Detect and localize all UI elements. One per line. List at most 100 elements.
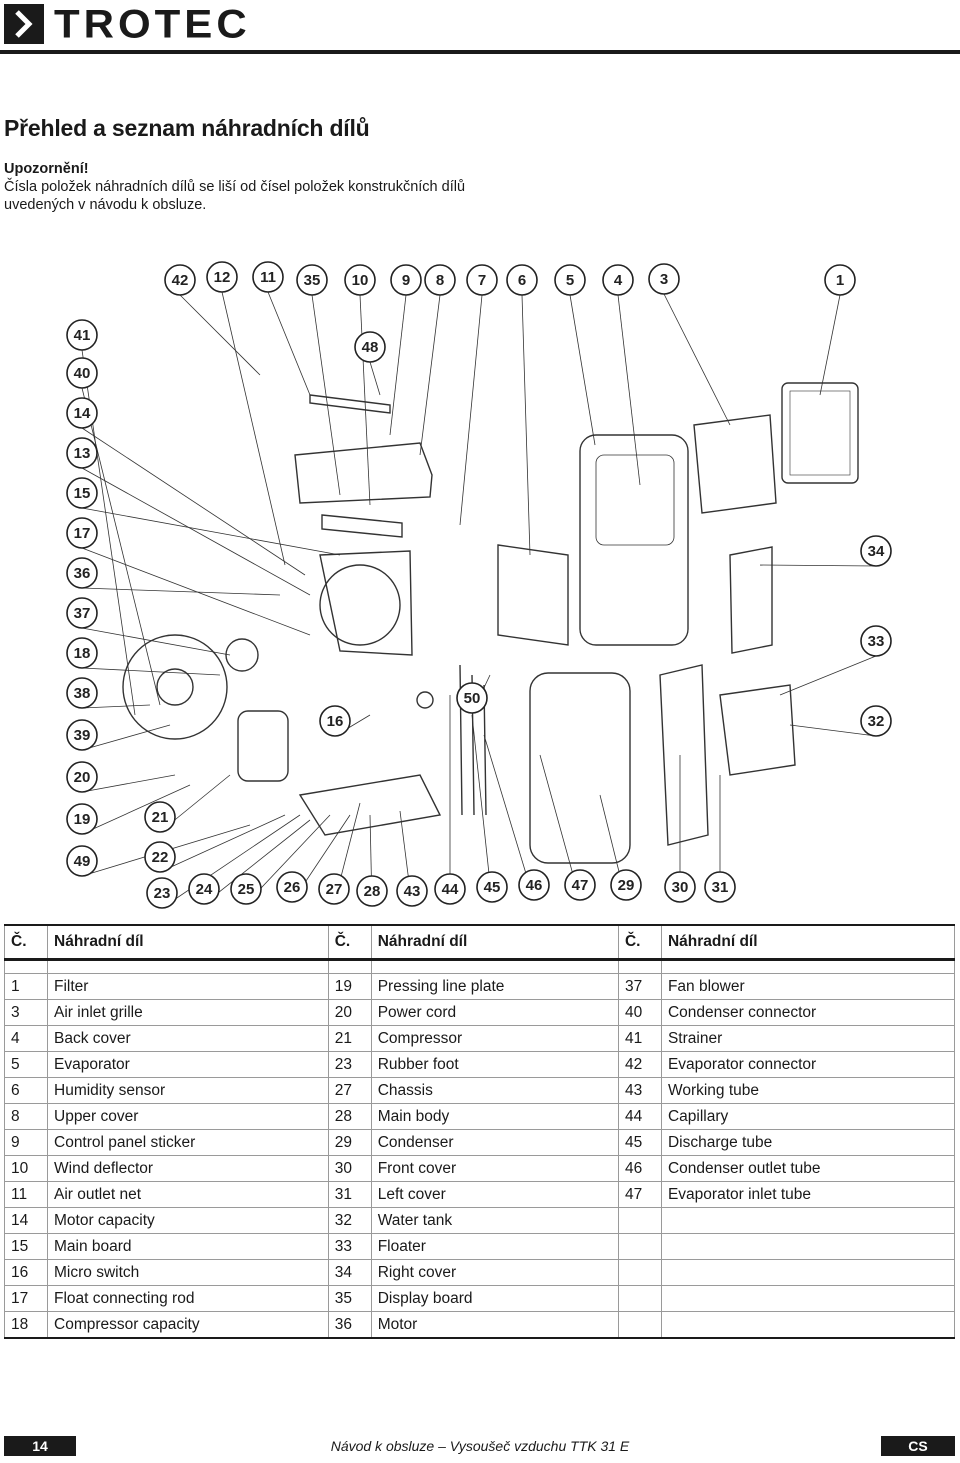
callout-18: 18 (66, 637, 98, 669)
callout-23: 23 (146, 877, 178, 909)
part-name: Capillary (660, 1103, 956, 1130)
leader-line (81, 387, 161, 706)
chevron-right-icon (4, 4, 44, 44)
callout-44: 44 (434, 873, 466, 905)
brand-name: TROTEC (54, 1, 251, 46)
part-number: 43 (617, 1077, 662, 1104)
leader-line (369, 361, 381, 396)
leader-line (779, 655, 877, 696)
part-number: 3 (4, 999, 48, 1026)
part-number: 23 (327, 1051, 372, 1078)
leader-line (389, 294, 407, 436)
svg-text:7: 7 (478, 272, 486, 289)
callout-31: 31 (704, 871, 736, 903)
part-name: Condenser (370, 1129, 619, 1156)
svg-text:6: 6 (518, 272, 526, 289)
leader-line (81, 627, 231, 656)
callout-19: 19 (66, 803, 98, 835)
part-name: Chassis (370, 1077, 619, 1104)
part-name: Condenser connector (660, 999, 956, 1026)
callout-46: 46 (518, 869, 550, 901)
leader-line (471, 714, 493, 903)
part-name: Humidity sensor (47, 1077, 329, 1104)
svg-text:30: 30 (672, 879, 689, 896)
part-number: 41 (617, 1025, 662, 1052)
part-number: 10 (4, 1155, 48, 1182)
callout-14: 14 (66, 397, 98, 429)
part-number: 11 (4, 1181, 48, 1208)
svg-text:26: 26 (284, 879, 301, 896)
language-code: CS (881, 1436, 955, 1456)
part-name: Back cover (47, 1025, 329, 1052)
part-number: 34 (327, 1259, 372, 1286)
part-number: 33 (327, 1233, 372, 1260)
callout-15: 15 (66, 477, 98, 509)
svg-text:33: 33 (868, 633, 885, 650)
part-number: 1 (4, 973, 48, 1000)
svg-text:49: 49 (74, 853, 91, 870)
part-name: Evaporator inlet tube (660, 1181, 956, 1208)
part-number (617, 1285, 662, 1312)
callout-4: 4 (602, 264, 634, 296)
part-name: Air inlet grille (47, 999, 329, 1026)
svg-text:35: 35 (304, 272, 321, 289)
part-number (617, 1311, 662, 1339)
callout-10: 10 (344, 264, 376, 296)
part-number: 28 (327, 1103, 372, 1130)
part-number: 6 (4, 1077, 48, 1104)
callout-26: 26 (276, 871, 308, 903)
svg-text:42: 42 (172, 272, 189, 289)
part-name: Working tube (660, 1077, 956, 1104)
part-name: Power cord (370, 999, 619, 1026)
callout-24: 24 (188, 873, 220, 905)
part-name: Discharge tube (660, 1129, 956, 1156)
part-name: Micro switch (47, 1259, 329, 1286)
part-name: Motor (370, 1311, 619, 1339)
part-number (617, 1259, 662, 1286)
part-name: Compressor (370, 1025, 619, 1052)
part-number: 37 (617, 973, 662, 1000)
svg-text:45: 45 (484, 879, 501, 896)
svg-text:36: 36 (74, 565, 91, 582)
part-number: 19 (327, 973, 372, 1000)
part-name: Upper cover (47, 1103, 329, 1130)
leader-line (789, 724, 877, 737)
callout-37: 37 (66, 597, 98, 629)
svg-text:47: 47 (572, 877, 589, 894)
table-header-row: Č. Náhradní díl Č. Náhradní díl Č. Náhra… (4, 924, 956, 961)
part-number: 44 (617, 1103, 662, 1130)
svg-text:10: 10 (352, 272, 369, 289)
part-number: 8 (4, 1103, 48, 1130)
leader-line (221, 291, 286, 566)
svg-text:29: 29 (618, 877, 635, 894)
part-number: 30 (327, 1155, 372, 1182)
callout-20: 20 (66, 761, 98, 793)
part-number: 15 (4, 1233, 48, 1260)
leader-line (311, 294, 341, 496)
svg-text:20: 20 (74, 769, 91, 786)
callout-32: 32 (860, 705, 892, 737)
callout-48: 48 (354, 331, 386, 363)
svg-text:28: 28 (364, 883, 381, 900)
svg-text:44: 44 (442, 881, 459, 898)
table-spacer (4, 959, 956, 974)
part-name: Compressor capacity (47, 1311, 329, 1339)
svg-text:27: 27 (326, 881, 343, 898)
part-number: 5 (4, 1051, 48, 1078)
callout-7: 7 (466, 264, 498, 296)
callout-43: 43 (396, 875, 428, 907)
part-name: Control panel sticker (47, 1129, 329, 1156)
svg-text:24: 24 (196, 881, 213, 898)
part-name: Strainer (660, 1025, 956, 1052)
leader-line (81, 724, 171, 751)
part-name (660, 1207, 956, 1234)
callout-47: 47 (564, 869, 596, 901)
svg-text:22: 22 (152, 849, 169, 866)
callout-34: 34 (860, 535, 892, 567)
callout-41: 41 (66, 319, 98, 351)
callout-17: 17 (66, 517, 98, 549)
